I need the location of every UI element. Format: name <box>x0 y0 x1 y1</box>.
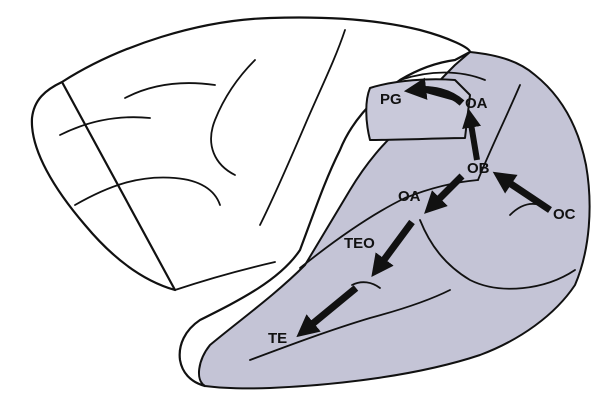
frontal-sulcus-1 <box>60 117 150 135</box>
label-oc: OC <box>553 206 576 223</box>
label-ob: OB <box>467 160 490 177</box>
frontal-sulcus-3 <box>125 83 215 98</box>
label-oa-lower: OA <box>398 188 421 205</box>
central-sulcus <box>260 30 345 225</box>
label-teo: TEO <box>344 235 375 252</box>
arcuate-sulcus <box>211 60 255 175</box>
sylvian-fissure <box>175 262 275 290</box>
label-oa-upper: OA <box>465 95 488 112</box>
label-te: TE <box>268 330 287 347</box>
label-pg: PG <box>380 91 402 108</box>
frontal-sulcus-2 <box>75 177 220 205</box>
